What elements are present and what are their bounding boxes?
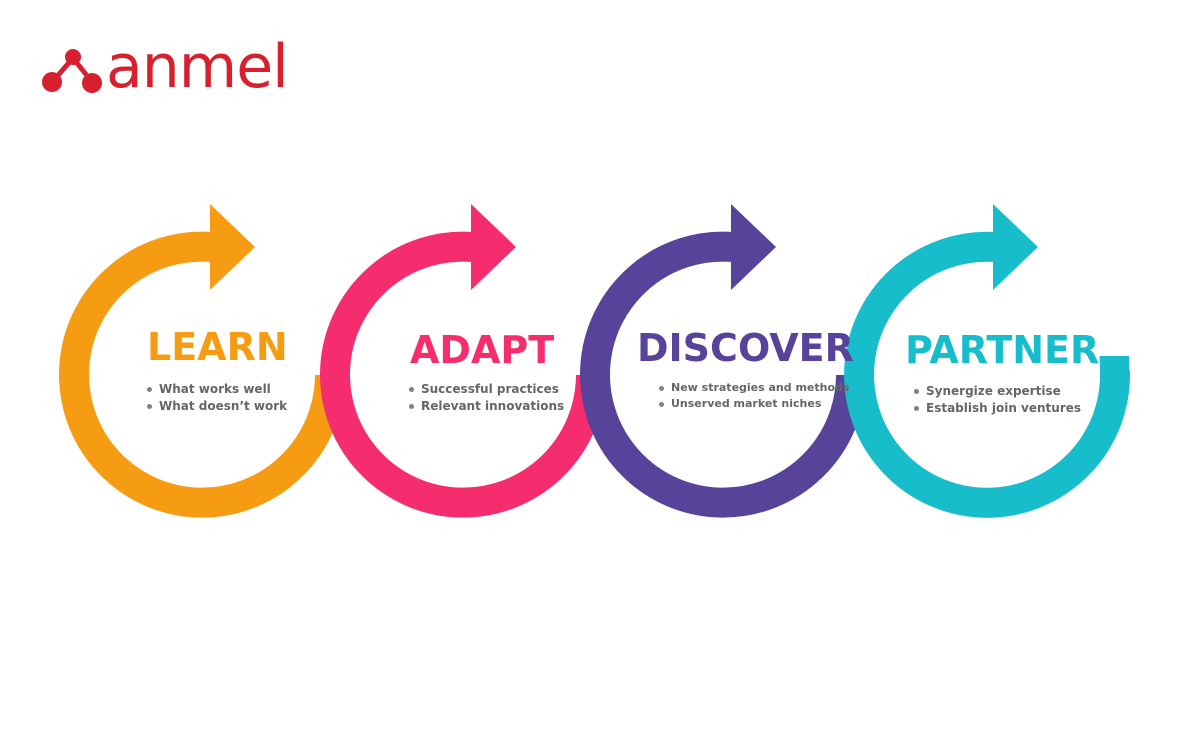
step-bullets-learn: What works well What doesn’t work [147,381,287,415]
bullet-item: Relevant innovations [409,398,564,415]
connected-dots-icon [42,49,102,93]
bullet-item: New strategies and methods [659,380,849,396]
step-bullets-discover: New strategies and methods Unserved mark… [659,380,849,412]
circular-arrow-icon-partner [844,204,1131,518]
step-title-adapt: ADAPT [410,328,555,372]
step-title-discover: DISCOVER [637,326,854,370]
step-bullets-adapt: Successful practices Relevant innovation… [409,381,564,415]
bullet-item: What doesn’t work [147,398,287,415]
bullet-item: What works well [147,381,287,398]
step-bullets-partner: Synergize expertise Establish join ventu… [914,383,1081,417]
step-title-partner: PARTNER [905,328,1100,372]
circular-arrow-icon-discover [580,204,866,518]
brand-logo: anmel [42,32,312,108]
bullet-item: Synergize expertise [914,383,1081,400]
circular-arrow-icon-learn [59,204,345,518]
circular-arrow-icon-adapt [320,204,606,518]
bullet-item: Successful practices [409,381,564,398]
step-title-learn: LEARN [147,325,288,369]
bullet-item: Unserved market niches [659,396,849,412]
bullet-item: Establish join ventures [914,400,1081,417]
logo-wordmark: anmel [106,32,289,102]
